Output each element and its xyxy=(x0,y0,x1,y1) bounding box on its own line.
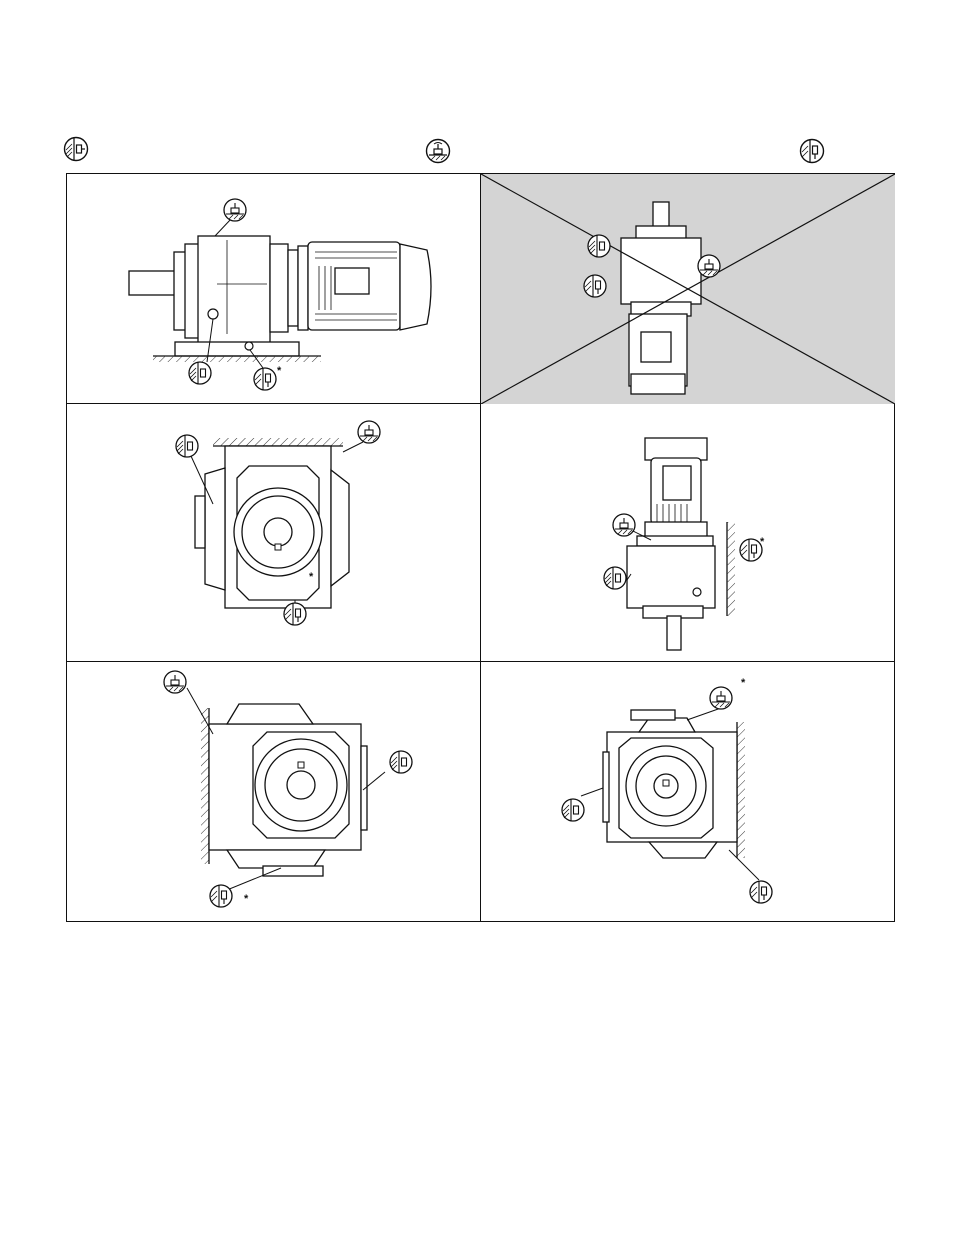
legend-breather-icon xyxy=(425,138,451,164)
drain-asterisk: * xyxy=(309,572,313,583)
gearbox-front-view-wall-right xyxy=(481,662,895,922)
gearmotor-vertical-view xyxy=(481,404,895,662)
gearbox-front-view-wall-left xyxy=(67,662,481,922)
drain-asterisk: * xyxy=(244,894,248,905)
panel-front-view-ceiling: * xyxy=(67,404,481,662)
panel-vertical-shaft-up xyxy=(481,174,895,404)
panel-foot-mounted-horizontal: * xyxy=(67,174,481,404)
drain-asterisk: * xyxy=(277,366,281,377)
gearbox-front-view-ceiling xyxy=(67,404,481,662)
panel-vertical-shaft-down-wall: * xyxy=(481,404,895,662)
vent-asterisk: * xyxy=(741,678,745,689)
legend-oil-level-icon xyxy=(63,136,89,162)
drain-asterisk: * xyxy=(760,537,764,548)
panel-front-view-wall-right: * xyxy=(481,662,895,922)
legend-drain-icon xyxy=(799,138,825,164)
mounting-positions-grid: * xyxy=(66,173,895,922)
panel-front-view-wall-left: * xyxy=(67,662,481,922)
excluded-position-view xyxy=(481,174,895,404)
gearmotor-side-view xyxy=(67,174,481,404)
